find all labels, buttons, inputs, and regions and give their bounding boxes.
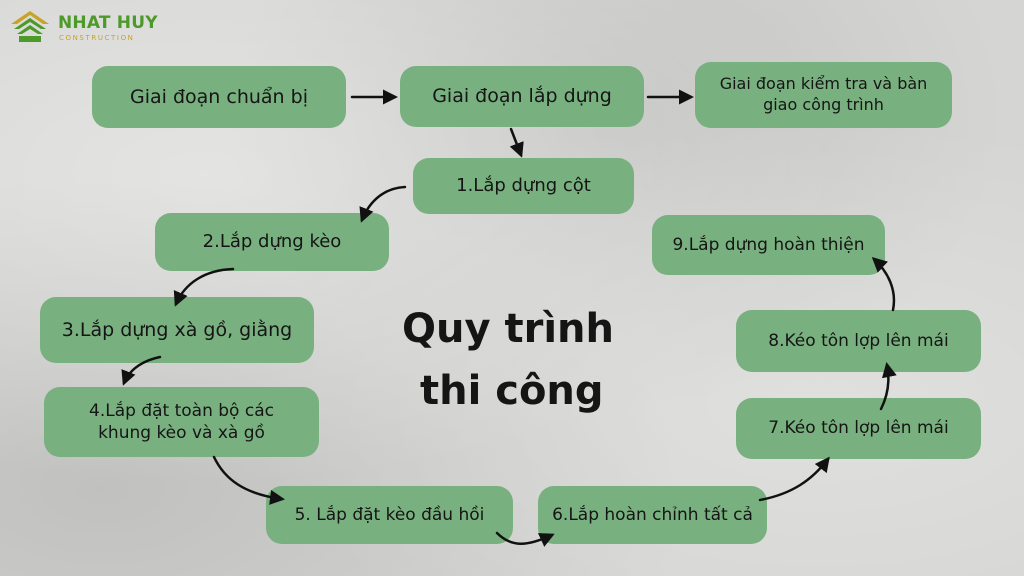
phase-inspection-handover: Giai đoạn kiểm tra và bàn giao công trìn… xyxy=(695,62,952,128)
logo-tagline: CONSTRUCTION xyxy=(59,34,135,42)
arrow-step1-to-step2 xyxy=(359,185,407,223)
arrow-step2-to-step3 xyxy=(173,267,235,307)
title-line-1: Quy trình xyxy=(402,306,614,352)
step-4: 4.Lắp đặt toàn bộ các khung kèo và xà gồ xyxy=(44,387,319,457)
arrow-step4-to-step5 xyxy=(212,455,285,505)
arrow-step7-to-step8 xyxy=(879,362,897,411)
step-6: 6.Lắp hoàn chỉnh tất cả xyxy=(538,486,767,544)
step-7: 7.Kéo tôn lợp lên mái xyxy=(736,398,981,459)
arrow-step3-to-step4 xyxy=(121,355,162,386)
arrow-step8-to-step9 xyxy=(871,256,896,312)
phase-prepare: Giai đoạn chuẩn bị xyxy=(92,66,346,128)
logo-name: NHAT HUY xyxy=(58,13,158,33)
step-8: 8.Kéo tôn lợp lên mái xyxy=(736,310,981,372)
arrow-erection-to-step1 xyxy=(509,127,524,158)
arrow-step5-to-step6 xyxy=(495,531,555,547)
step-2: 2.Lắp dựng kèo xyxy=(155,213,389,271)
title-line-2: thi công xyxy=(420,368,604,414)
step-5: 5. Lắp đặt kèo đầu hồi xyxy=(266,486,513,544)
step-3: 3.Lắp dựng xà gồ, giằng xyxy=(40,297,314,363)
diagram-title: Quy trình thi công xyxy=(402,298,614,422)
brand-logo: NHAT HUY CONSTRUCTION xyxy=(10,8,170,48)
house-logo-icon xyxy=(11,11,49,42)
phase-erection: Giai đoạn lắp dựng xyxy=(400,66,644,127)
step-9: 9.Lắp dựng hoàn thiện xyxy=(652,215,885,275)
arrow-step6-to-step7 xyxy=(758,456,830,502)
step-1: 1.Lắp dựng cột xyxy=(413,158,634,214)
